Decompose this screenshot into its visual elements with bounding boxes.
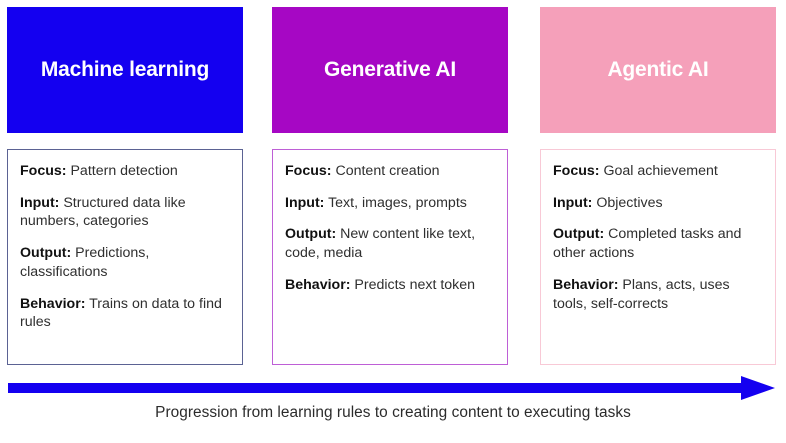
- progression-arrow-icon: [8, 376, 775, 400]
- entry-behavior: Behavior: Plans, acts, uses tools, self-…: [553, 276, 763, 313]
- entry-label: Focus:: [553, 163, 600, 179]
- entry-focus: Focus: Pattern detection: [20, 162, 230, 181]
- entry-label: Output:: [285, 226, 337, 243]
- entry-label: Input:: [285, 194, 325, 211]
- entry-label: Behavior:: [20, 295, 86, 312]
- entry-value: Completed tasks and other actions: [553, 226, 742, 262]
- progression-arrow-container: [0, 376, 786, 406]
- entry-input: Input: Text, images, prompts: [285, 194, 495, 213]
- card-machine-learning: Focus: Pattern detection Input: Structur…: [7, 149, 243, 365]
- card-generative-ai: Focus: Content creation Input: Text, ima…: [272, 149, 508, 365]
- entry-label: Output:: [20, 245, 72, 262]
- entry-focus: Focus: Goal achievement: [553, 162, 763, 181]
- entry-behavior: Behavior: Trains on data to find rules: [20, 295, 230, 332]
- entry-value: Plans, acts, uses tools, self-corrects: [553, 276, 730, 312]
- entry-value: Predictions, classifications: [20, 245, 150, 280]
- entry-value: Text, images, prompts: [328, 194, 467, 211]
- header-title-agentic-ai: Agentic AI: [607, 57, 709, 81]
- entry-label: Behavior:: [553, 276, 619, 293]
- entry-value: Structured data like numbers, categories: [20, 194, 186, 230]
- entry-label: Focus:: [285, 163, 332, 179]
- header-title-machine-learning: Machine learning: [40, 57, 210, 81]
- entry-label: Input:: [20, 194, 60, 211]
- entry-focus: Focus: Content creation: [285, 162, 495, 181]
- entry-value: Trains on data to find rules: [20, 295, 222, 331]
- entry-behavior: Behavior: Predicts next token: [285, 276, 495, 295]
- entry-value: Goal achievement: [603, 163, 718, 179]
- entry-label: Behavior:: [285, 276, 351, 293]
- entry-label: Output:: [553, 226, 605, 243]
- header-banner-agentic-ai: Agentic AI: [540, 7, 776, 133]
- entry-value: Predicts next token: [354, 276, 476, 293]
- entry-output: Output: Predictions, classifications: [20, 244, 230, 281]
- entry-input: Input: Objectives: [553, 194, 763, 213]
- entry-value: Content creation: [335, 163, 440, 179]
- entry-value: Pattern detection: [70, 163, 178, 179]
- entry-value: New content like text, code, media: [285, 226, 476, 262]
- entry-output: Output: Completed tasks and other action…: [553, 225, 763, 262]
- column-agentic-ai: Agentic AI: [540, 7, 776, 133]
- entry-output: Output: New content like text, code, med…: [285, 225, 495, 262]
- column-machine-learning: Machine learning: [7, 7, 243, 133]
- entry-value: Objectives: [596, 194, 663, 211]
- entry-input: Input: Structured data like numbers, cat…: [20, 194, 230, 231]
- entry-label: Input:: [553, 194, 593, 211]
- card-agentic-ai: Focus: Goal achievement Input: Objective…: [540, 149, 776, 365]
- header-banner-generative-ai: Generative AI: [272, 7, 508, 133]
- header-title-generative-ai: Generative AI: [323, 57, 456, 81]
- header-banner-machine-learning: Machine learning: [7, 7, 243, 133]
- entry-label: Focus:: [20, 163, 67, 179]
- progression-caption: Progression from learning rules to creat…: [155, 404, 631, 421]
- column-generative-ai: Generative AI: [272, 7, 508, 133]
